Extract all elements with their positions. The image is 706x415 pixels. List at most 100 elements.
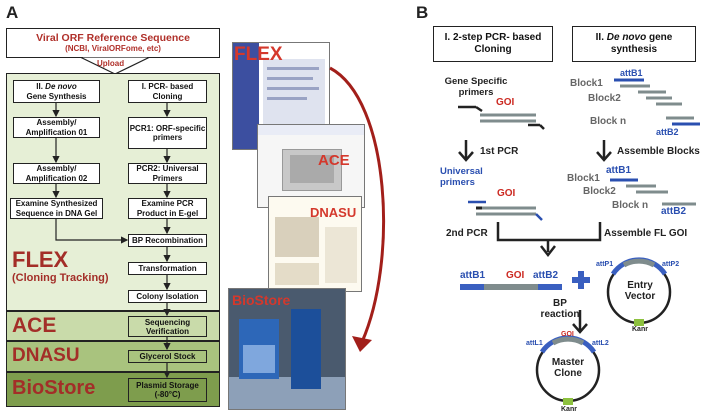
attb1-product-label: attB1: [460, 270, 486, 281]
examine-synth-box: Examine Synthesized Sequence in DNA Gel: [10, 198, 103, 219]
biostore-photo-tower: [291, 309, 321, 389]
assembly-01-box: Assembly/ Amplification 01: [13, 117, 100, 138]
master-clone-label: Master Clone: [551, 357, 585, 379]
block1-mid-label: Block1: [567, 173, 600, 184]
panel-a-flow-arrows: [52, 103, 171, 379]
second-pcr-label: 2nd PCR: [446, 228, 488, 239]
attb2-mid-label: attB2: [661, 206, 687, 217]
linear-product-graphic: [460, 284, 562, 290]
attp2-label: attP2: [662, 261, 680, 268]
upload-arrow: [80, 57, 150, 75]
de-novo-title-box: II. De novo Gene Synthesis: [13, 80, 100, 103]
pcr-cloning-header: I. 2-step PCR- based Cloning: [433, 26, 553, 62]
plasmid-storage-temp: (-80°C): [154, 390, 181, 399]
attb2-product-label: attB2: [533, 270, 559, 281]
header-subtitle: (NCBI, ViralORFome, etc): [65, 44, 161, 53]
flex-shot-line: [267, 97, 307, 100]
first-pcr-arrow: [458, 140, 474, 162]
attl1-label: attL1: [526, 340, 543, 347]
attb1-top-label: attB1: [620, 68, 643, 78]
universal-primers-label: Universal primers: [440, 166, 483, 188]
assembled-blocks-graphic: [610, 178, 696, 206]
blockn-label: Block n: [590, 116, 627, 127]
plus-icon: [572, 271, 590, 289]
assemble-fl-label: Assemble FL GOI: [604, 228, 688, 239]
goi-product-label: GOI: [506, 270, 525, 281]
blockn-mid-label: Block n: [612, 200, 649, 211]
plasmid-storage-label: Plasmid Storage: [136, 381, 199, 390]
flex-band-label: FLEX: [12, 247, 69, 272]
block2-label: Block2: [588, 93, 621, 104]
attb2-top-label: attB2: [656, 127, 679, 137]
entry-vector-label: Entry Vector: [624, 280, 656, 302]
biostore-photo-panel: [243, 345, 275, 373]
de-novo-header: II. De novo gene synthesis: [572, 26, 696, 62]
pcr-step2-graphic: [468, 200, 543, 221]
de-novo-header-line1: II. De novo gene: [595, 32, 673, 43]
ace-shot-header: [258, 125, 364, 135]
dnasu-band-label: DNASU: [12, 345, 80, 366]
dnasu-shot-logo: [275, 217, 319, 257]
plasmid-storage-box: Plasmid Storage (-80°C): [128, 378, 207, 402]
flex-shot-line: [267, 67, 319, 70]
first-pcr-label: 1st PCR: [480, 146, 519, 157]
pcr-title-box: I. PCR- based Cloning: [128, 80, 207, 103]
colony-isolation-box: Colony Isolation: [128, 290, 207, 303]
assembly-02-box: Assembly/ Amplification 02: [13, 163, 100, 184]
attl2-label: attL2: [592, 340, 609, 347]
pcr2-box: PCR2: Universal Primers: [128, 163, 207, 184]
assemble-blocks-arrow: [596, 140, 612, 162]
flex-band-sub: (Cloning Tracking): [12, 272, 109, 284]
pcr1-box: PCR1: ORF-specific primers: [128, 117, 207, 149]
ace-screenshot: [257, 124, 365, 208]
blocks-graphic: [614, 78, 700, 126]
attb1-mid-label: attB1: [606, 165, 632, 176]
pcr-step1-graphic: [458, 105, 545, 130]
flex-screenshot-title: FLEX: [234, 44, 283, 65]
flex-shot-line: [267, 77, 313, 80]
block1-label: Block1: [570, 78, 603, 89]
sequencing-label: Sequencing Verification: [144, 317, 191, 336]
bp-reaction-arrow: [572, 310, 588, 334]
de-novo-title-line2: Gene Synthesis: [26, 91, 87, 101]
master-clone-graphic: [535, 335, 601, 405]
pipeline-curved-arrow: [329, 66, 386, 352]
panel-a-letter: A: [6, 3, 19, 22]
ace-shot-figure-inner: [290, 155, 334, 183]
de-novo-title-line1: II. De novo: [36, 82, 77, 91]
transformation-box: Transformation: [128, 262, 207, 275]
attp1-label: attP1: [596, 261, 614, 268]
ace-band-label: ACE: [12, 314, 57, 337]
block2-mid-label: Block2: [583, 186, 616, 197]
kan-label-2: Kanr: [561, 406, 577, 413]
panel-b-letter: B: [416, 3, 429, 22]
upload-label: Upload: [97, 59, 125, 68]
merge-connector: [496, 222, 602, 258]
dnasu-screenshot: [268, 196, 362, 292]
biostore-photo-floor: [229, 377, 345, 409]
biostore-band-label: BioStore: [12, 377, 96, 399]
bp-reaction-label: BP reaction: [540, 298, 580, 320]
assemble-blocks-label: Assemble Blocks: [617, 146, 700, 157]
entry-vector-graphic: [606, 257, 672, 326]
flex-shot-sidebar: [233, 43, 259, 149]
biostore-photo: [228, 288, 346, 410]
de-novo-header-line2: synthesis: [610, 44, 658, 55]
glycerol-label: Glycerol Stock: [139, 352, 196, 361]
ace-screenshot-title: ACE: [318, 152, 350, 169]
dnasu-screenshot-title: DNASU: [310, 205, 357, 220]
gene-specific-label: Gene Specific primers: [444, 76, 508, 98]
goi-label-1: GOI: [496, 97, 515, 108]
flex-shot-line: [267, 87, 319, 90]
dnasu-shot-text: [275, 263, 319, 285]
ccdb-label: ccdB: [630, 252, 648, 259]
goi-clone-label: GOI: [561, 331, 574, 338]
examine-pcr-box: Examine PCR Product in E-gel: [128, 198, 207, 219]
goi-label-2: GOI: [497, 188, 516, 199]
kan-label-1: Kanr: [632, 326, 648, 333]
sequencing-box: Sequencing Verification: [128, 316, 207, 337]
dnasu-shot-side: [325, 227, 357, 283]
bp-recombination-box: BP Recombination: [128, 234, 207, 247]
biostore-photo-title: BioStore: [232, 292, 291, 308]
glycerol-box: Glycerol Stock: [128, 350, 207, 363]
